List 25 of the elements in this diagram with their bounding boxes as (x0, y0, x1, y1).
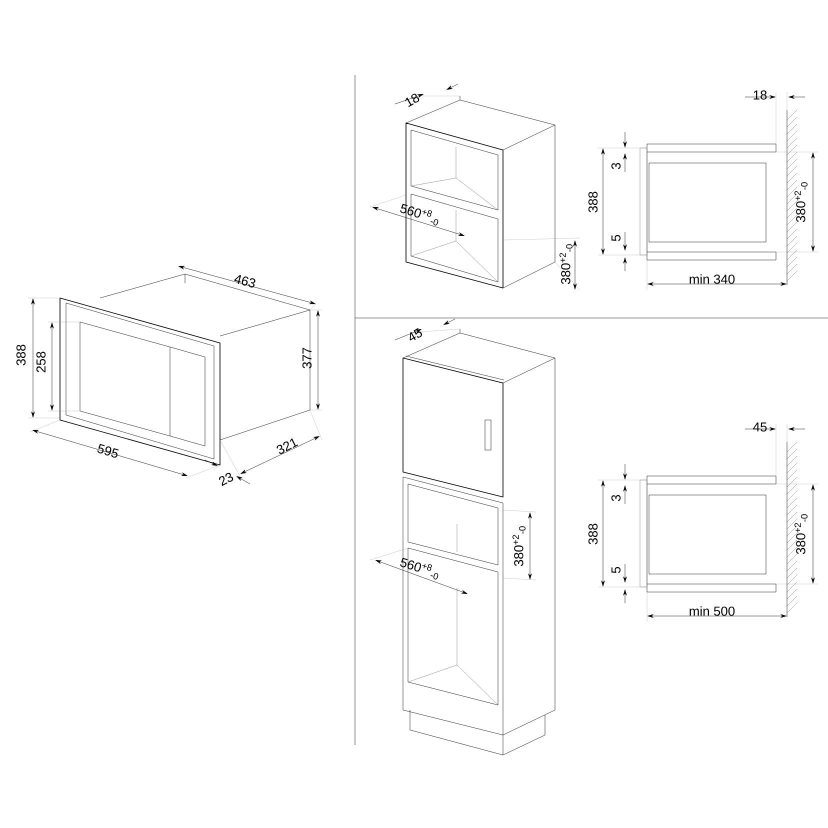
dimension-label: 380$^{+2}$-0 (794, 514, 808, 554)
dimension-label: 23 (218, 472, 234, 486)
dimension-label: 388 (16, 344, 26, 366)
dimension-label: min 340 (690, 274, 735, 284)
dimension-label: 388 (588, 192, 598, 212)
dimension-label: 380$^{+2}$-0 (512, 526, 526, 566)
dimension-label: 258 (36, 352, 46, 372)
dimension-label: min 500 (690, 606, 735, 616)
dimension-label: 560$^{+8}$-0 (400, 204, 438, 226)
dimension-label: 45 (753, 422, 767, 432)
dimension-label: 380$^{+2}$-0 (560, 244, 573, 284)
dimension-label: 5 (611, 566, 621, 574)
dimension-label: 5 (611, 234, 621, 242)
dimension-label: 18 (754, 90, 767, 100)
dimension-label: 45 (410, 328, 422, 341)
dimension-label: 463 (234, 275, 256, 288)
dimension-label: 321 (276, 438, 298, 454)
dimension-label: 377 (302, 348, 312, 368)
dimension-label: 3 (611, 162, 621, 170)
dimension-label: 3 (611, 494, 621, 502)
dimension-label: 380$^{+2}$-0 (794, 182, 808, 222)
dimension-label: 18 (405, 94, 420, 107)
dimension-label: 560$^{+8}$-0 (400, 558, 438, 580)
dimension-label: 595 (97, 444, 119, 458)
dimension-label: 388 (588, 524, 598, 544)
